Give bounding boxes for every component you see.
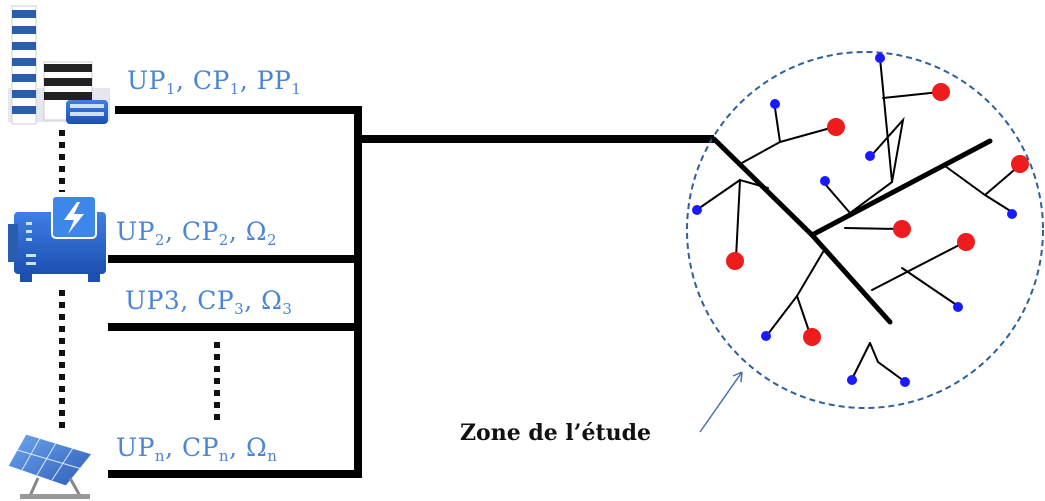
load-nodes-red [726, 83, 1029, 346]
blue-node [865, 151, 875, 161]
zone-annotation-arrow [699, 371, 743, 433]
solar-panel-icon [7, 433, 93, 499]
red-node [932, 83, 950, 101]
source-label-3: UP3, CP3, Ω3 [125, 286, 293, 318]
load-nodes-blue [692, 53, 1017, 387]
blue-node [847, 375, 857, 385]
source-label-1: UP1, CP1, PP1 [127, 66, 302, 98]
study-zone-label: Zone de l’étude [460, 420, 651, 446]
generator-icon [8, 195, 106, 282]
red-node [827, 118, 845, 136]
source-label-n: UPn, CPn, Ωn [116, 433, 278, 465]
blue-node [770, 99, 780, 109]
blue-node [900, 377, 910, 387]
source-label-2: UP2, CP2, Ω2 [116, 217, 277, 249]
blue-node [1007, 209, 1017, 219]
blue-node [761, 331, 771, 341]
bus-lines [108, 106, 714, 478]
red-node [957, 233, 975, 251]
blue-node [820, 176, 830, 186]
study-zone-boundary [686, 51, 1044, 409]
power-plant-icon [8, 5, 110, 125]
blue-node [875, 53, 885, 63]
zone-feeder-network [697, 57, 1021, 382]
red-node [803, 328, 821, 346]
red-node [893, 220, 911, 238]
red-node [1011, 155, 1029, 173]
blue-node [692, 205, 702, 215]
blue-node [953, 302, 963, 312]
red-node [726, 252, 744, 270]
